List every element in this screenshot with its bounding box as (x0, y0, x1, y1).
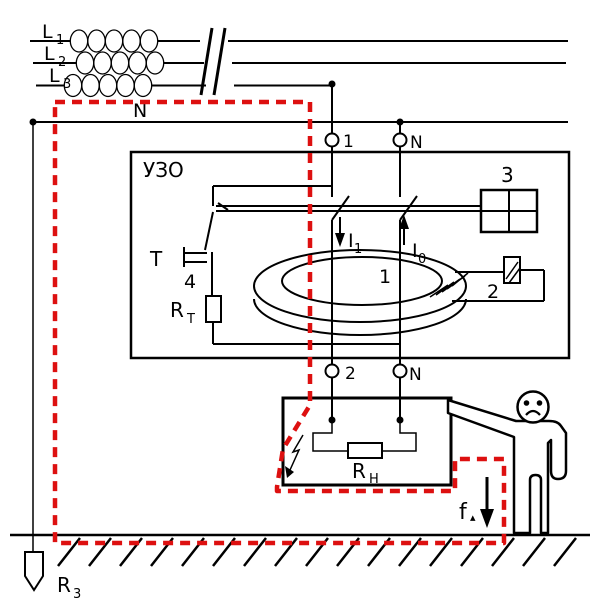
fault-lightning-icon (285, 434, 304, 478)
source-winding-l2 (75, 51, 165, 75)
current-arrow-neutral: I0 (399, 215, 426, 267)
ground-electrode (24, 551, 44, 592)
test-button-label: T (149, 247, 163, 271)
neutral-label: N (133, 100, 147, 122)
test-wire-lower (212, 322, 400, 345)
toroid-lower-rim (253, 298, 467, 336)
terminal-n-out (392, 363, 408, 379)
terminal-n-in-label: N (410, 133, 423, 153)
terminal-n-out-label: N (409, 365, 422, 385)
rcd-device: УЗО 3 I1 I0 T (129, 146, 571, 365)
person-head (516, 390, 550, 424)
load-box (281, 396, 453, 487)
person-figure (446, 390, 568, 535)
load-internal-wires (312, 420, 417, 452)
trip-relay-circuit: 2 (452, 256, 545, 303)
source-winding-l3 (63, 73, 153, 98)
line-break-mark (199, 27, 227, 96)
toroid-inner-hole (281, 256, 443, 306)
person-eye-right (536, 400, 543, 406)
trip-relay-stripes (505, 261, 521, 284)
neutral-contact-blade (399, 195, 418, 221)
test-tap-wire (212, 185, 332, 206)
load-resistor (347, 442, 383, 459)
current-neutral-label: I0 (412, 240, 426, 267)
secondary-winding-hatch (429, 272, 469, 298)
trip-linkage-bar (216, 202, 481, 212)
terminal-n-in (392, 132, 408, 148)
fault-current-label: f▴ (459, 500, 476, 525)
test-contact-blade (204, 211, 214, 251)
test-button (183, 247, 207, 267)
trip-relay-label: 2 (487, 281, 499, 303)
toroid-outer-ring (253, 249, 467, 323)
terminal-1 (324, 132, 340, 148)
rcd-label: УЗО (143, 158, 184, 182)
phase-contact-blade (331, 195, 350, 221)
fault-current-arrow: f▴ (459, 477, 494, 528)
terminal-1-label: 1 (343, 132, 354, 152)
actuator-cross (481, 190, 537, 232)
toroid-label: 1 (379, 266, 391, 288)
actuator-label: 3 (501, 163, 514, 187)
relay-wires (452, 269, 545, 302)
ground-surface (10, 533, 590, 567)
person-frown (525, 409, 541, 416)
junction-dot-l3-tap (328, 80, 336, 88)
output-terminals: 2 N (324, 363, 422, 420)
person-body (446, 398, 568, 535)
current-transformer-toroid: 1 (253, 249, 469, 336)
person-eye-left (523, 400, 530, 406)
neutral-line: N (29, 100, 568, 126)
current-phase-label: I1 (348, 230, 362, 257)
rcd-box (129, 150, 571, 360)
test-resistor (205, 295, 222, 323)
terminal-2 (324, 363, 340, 379)
input-terminals: 1 N (324, 80, 423, 153)
junction-dot-n-tap (396, 118, 404, 126)
ground-hatching (57, 537, 577, 567)
terminal-2-label: 2 (345, 364, 356, 384)
test-contact-label: 4 (184, 271, 196, 293)
source-winding-l1 (69, 29, 159, 53)
